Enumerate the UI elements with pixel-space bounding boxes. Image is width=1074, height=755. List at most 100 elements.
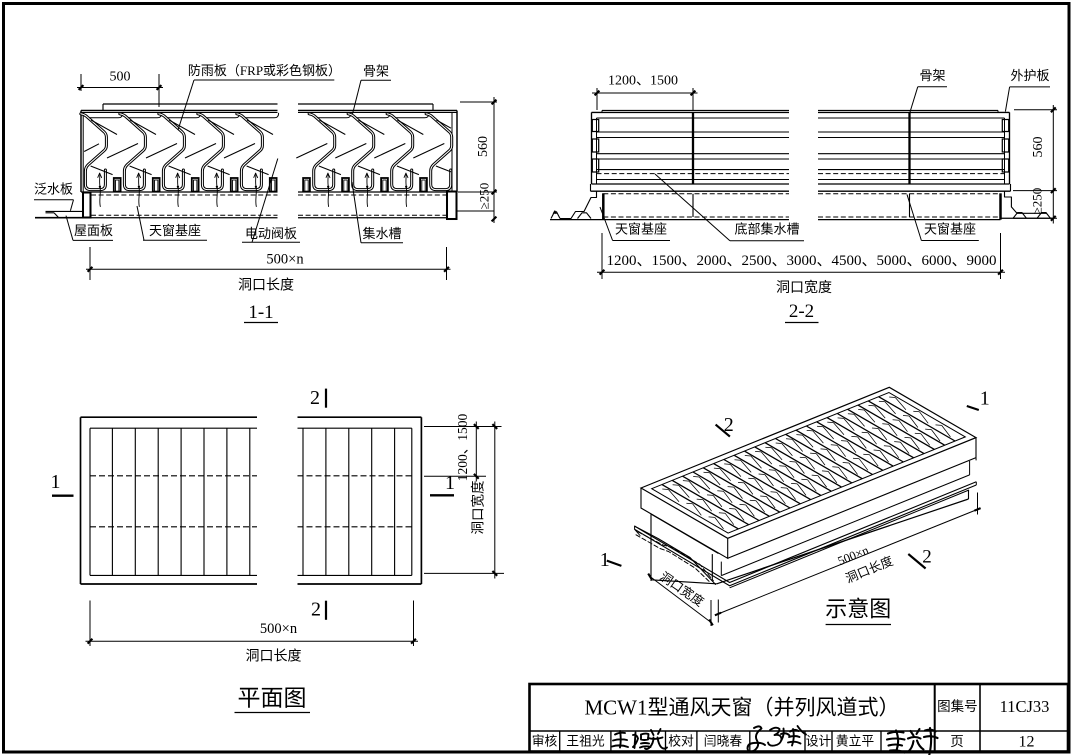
mark-1-bottomleft-axono: 1 [600, 549, 610, 571]
title-axono-text: 示意图 [825, 597, 891, 622]
label-frame-s11-text: 骨架 [363, 64, 389, 79]
title-1-1: 1-1 [244, 302, 278, 324]
dim-500xn-s11: 500×n 洞口长度 [86, 247, 451, 294]
section-2-2: 1200、1500 560 ≥250 骨架 外护板 天窗基座 底部集水槽 天窗基… [550, 68, 1057, 324]
dim-560-text-s11: 560 [476, 136, 491, 157]
dim-500xn-text-s11: 500×n [266, 252, 304, 268]
dim-tick [490, 188, 498, 196]
review-label: 审核 [532, 735, 558, 749]
review-name: 王祖光 [566, 735, 605, 749]
dim-tick [473, 423, 480, 430]
title-plan: 平面图 [234, 686, 310, 714]
label-trough-text: 集水槽 [362, 226, 401, 241]
label-trough: 集水槽 [351, 181, 403, 244]
dim-openlen-text-s11: 洞口长度 [238, 278, 294, 294]
roof-left-s22 [550, 191, 598, 220]
dim-openlen-plan: 洞口长度 [246, 649, 302, 665]
dim-openwidth-axono: 洞口宽度 [657, 569, 707, 610]
design-label: 设计 [806, 735, 832, 749]
label-base-left-s22-text: 天窗基座 [615, 222, 667, 237]
dim-560-text-s22: 560 [1031, 137, 1046, 158]
check-label: 校对 [668, 734, 694, 749]
label-valve-text: 电动阀板 [245, 226, 297, 241]
label-frame-s22: 骨架 [908, 68, 947, 115]
signature-reviewer [611, 728, 668, 751]
dim-openwidth-plan: 洞口宽度 [469, 481, 485, 535]
title-2-2: 2-2 [785, 301, 819, 324]
dim-1200-1500-plan: 1200、1500 [455, 414, 470, 482]
label-frame-s11: 骨架 [352, 64, 391, 115]
axono-view: 500×n 洞口长度 洞口宽度 1 2 1 2 示意图 [600, 386, 990, 626]
label-outer-panel-text: 外护板 [1010, 68, 1049, 83]
dim-tick [708, 618, 714, 626]
plan-view: 2 2 1 1 1200、1500 洞口宽度 500×n 洞口长度 平面图 [51, 387, 504, 714]
dim-tick [490, 98, 498, 106]
dim-tick [1050, 106, 1057, 113]
dim-560-250-s11: 560 ≥250 [456, 97, 498, 223]
check-name: 闫晓春 [704, 735, 743, 749]
dim-tick [86, 266, 94, 273]
dim-tick [491, 570, 498, 577]
label-valve: 电动阀板 [242, 158, 300, 243]
dim-560-250-s22: 560 ≥250 [1013, 105, 1057, 224]
label-base-s11: 天窗基座 [136, 205, 207, 241]
dim-tick [973, 507, 982, 512]
dim-ge250-text-s11: ≥250 [477, 183, 492, 210]
page-label: 页 [950, 734, 964, 749]
dim-tick [410, 638, 417, 645]
dim-tick [997, 269, 1004, 276]
dim-length-axono: 500×n 洞口长度 [714, 492, 982, 623]
label-base-right-s22-text: 天窗基座 [924, 222, 976, 237]
mark-2-bottom-plan: 2 [311, 599, 321, 621]
mark-2-topleft-axono: 2 [724, 414, 734, 436]
label-roofpanel: 屋面板 [65, 215, 113, 241]
label-frame-s22-text: 骨架 [919, 68, 945, 83]
signature-checker [746, 725, 807, 753]
dim-tick [490, 215, 498, 223]
title-block: MCW1型通风天窗（并列风道式） 图集号 11CJ33 页 12 审核 王祖光 … [528, 682, 1070, 755]
dim-tick [77, 84, 85, 91]
dim-tick [443, 266, 450, 273]
dim-widths-text: 1200、1500、2000、2500、3000、4500、5000、6000、… [606, 253, 996, 269]
mark-1-topright-axono: 1 [980, 388, 990, 410]
mark-1-left-plan: 1 [51, 471, 61, 493]
title-axono: 示意图 [825, 597, 891, 626]
label-flashing-text: 泛水板 [34, 182, 73, 197]
design-name: 黄立平 [836, 735, 875, 749]
dim-1200-1500-text-s22: 1200、1500 [608, 74, 678, 89]
atlas-number: 11CJ33 [1000, 697, 1050, 716]
dim-tick [1050, 215, 1057, 222]
label-rainshield: 防雨板（FRP或彩色钢板） [177, 63, 341, 131]
page-number: 12 [1019, 734, 1035, 751]
dim-tick [714, 611, 722, 617]
label-outer-panel: 外护板 [1004, 68, 1050, 112]
mark-1-right-plan: 1 [445, 472, 455, 494]
dim-right-plan: 1200、1500 洞口宽度 [424, 414, 504, 579]
label-bottom-trough-text: 底部集水槽 [734, 222, 799, 237]
dim-widths-s22: 1200、1500、2000、2500、3000、4500、5000、6000、… [597, 233, 1005, 296]
dim-ge250-text-s22: ≥250 [1030, 188, 1045, 215]
signature-designer [885, 726, 939, 755]
label-bottom-trough: 底部集水槽 [654, 173, 804, 242]
dim-tick [593, 89, 601, 97]
section-1-1: 500 560 ≥250 500×n 洞口长度 防雨板（FRP或彩色钢板） 骨架… [34, 63, 498, 324]
dim-tick [86, 638, 94, 645]
title-2-2-text: 2-2 [789, 301, 814, 322]
label-roofpanel-text: 屋面板 [74, 223, 113, 238]
mark-2-top-plan: 2 [310, 387, 320, 409]
title-1-1-text: 1-1 [248, 302, 273, 323]
section-marks-plan: 2 2 1 1 [51, 387, 456, 621]
dim-tick [155, 84, 163, 91]
label-base-left-s22: 天窗基座 [599, 206, 670, 242]
dim-500: 500 [77, 70, 163, 107]
label-base-right-s22: 天窗基座 [906, 194, 979, 242]
label-base-s11-text: 天窗基座 [149, 223, 201, 238]
dim-bottom-plan: 500×n 洞口长度 [85, 600, 418, 665]
dim-tick [1050, 187, 1057, 194]
dim-tick [491, 423, 498, 430]
title-plan-text: 平面图 [238, 686, 307, 711]
label-rainshield-text: 防雨板（FRP或彩色钢板） [188, 63, 341, 78]
flashing-skirt [634, 525, 717, 585]
